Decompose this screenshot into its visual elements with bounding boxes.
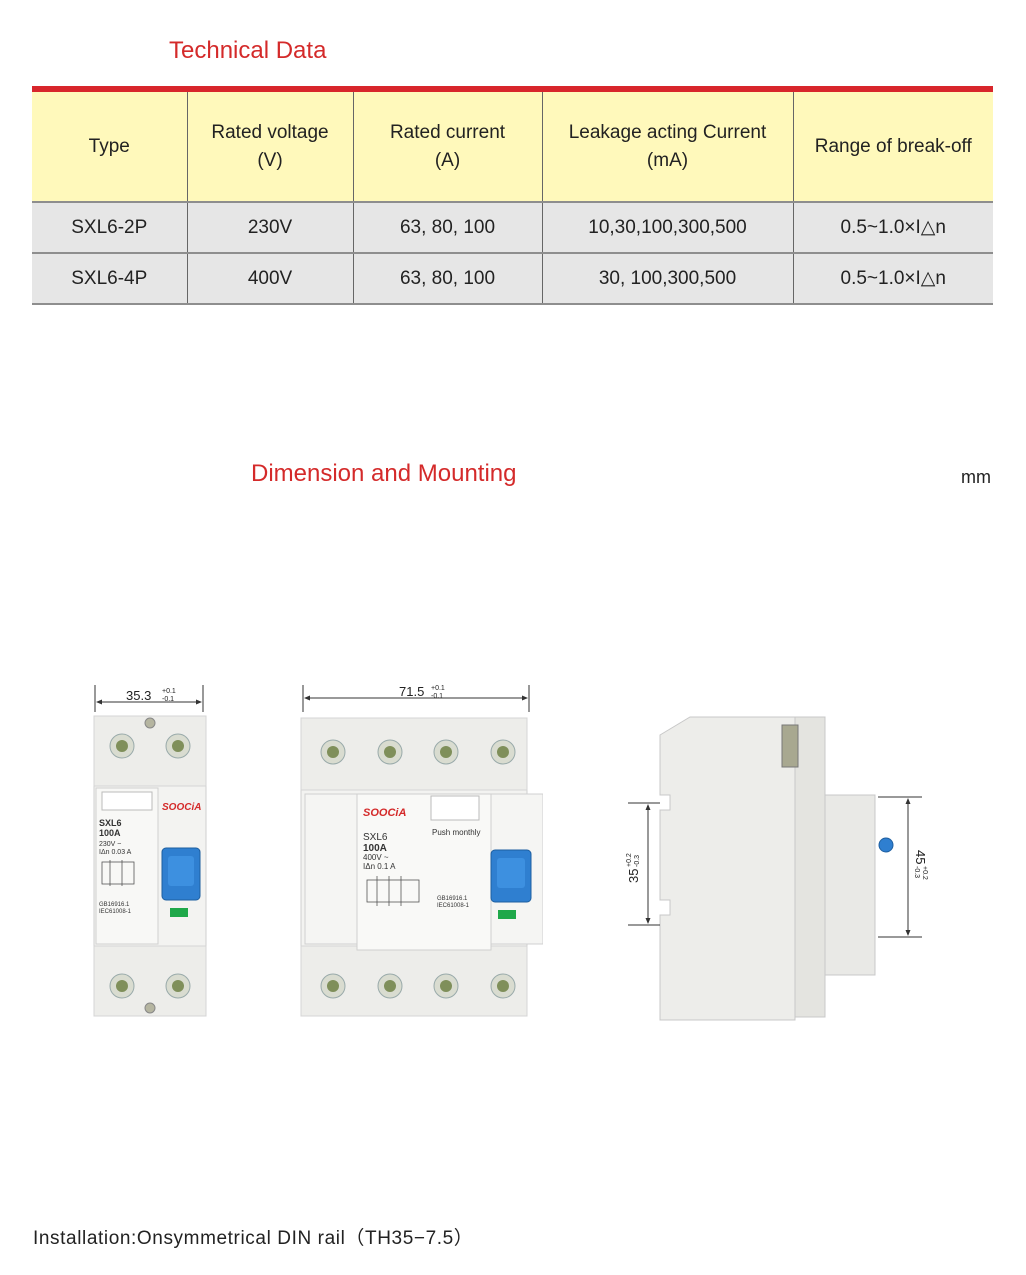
standard-2-2p: IEC61008-1: [99, 909, 132, 915]
title-red-rule: [32, 86, 993, 92]
cell-break-off-range: 0.5~1.0×I△n: [792, 201, 993, 253]
device-4p-front-drawing: 71.5 +0.1 -0.1 SOOCiA Push monthly SXL6 …: [300, 684, 543, 1017]
test-toggle-side: [878, 837, 894, 853]
cell-rated-current: 63, 80, 100: [352, 252, 542, 305]
height-value-35: 35: [626, 869, 641, 883]
current-4p: 100A: [363, 843, 387, 854]
header-rated-voltage: Rated voltage(V): [186, 92, 353, 202]
table-row: SXL6-2P 230V 63, 80, 100 10,30,100,300,5…: [32, 201, 993, 253]
model-4p: SXL6: [363, 832, 388, 843]
standard-1-4p: GB16916.1: [437, 896, 468, 902]
header-break-off-range: Range of break-off: [792, 92, 993, 202]
status-indicator-2p: [170, 908, 188, 917]
circuit-diagram-icon: [101, 860, 135, 886]
device-side-view-drawing: 35 +0.2 -0.3 45 +0.2 -0.3: [626, 716, 928, 1021]
width-tol-minus-2p: -0.1: [162, 696, 174, 703]
standard-2-4p: IEC61008-1: [437, 903, 470, 909]
height-tol-plus-45: +0.2: [921, 866, 928, 880]
technical-data-title: Technical Data: [169, 37, 327, 64]
voltage-2p: 230V ~: [99, 841, 121, 848]
width-tol-minus-4p: -0.1: [431, 693, 443, 700]
header-leakage-current: Leakage acting Current(mA): [541, 92, 793, 202]
width-tol-plus-4p: +0.1: [431, 685, 445, 692]
installation-note: Installation:Onsymmetrical DIN rail（TH35…: [33, 1228, 474, 1249]
model-2p: SXL6: [99, 818, 122, 828]
leakage-4p: IΔn 0.1 A: [363, 862, 396, 871]
terminal-screw-icon: [109, 717, 191, 1014]
header-rated-current: Rated current(A): [352, 92, 542, 202]
brand-logo-4p: SOOCiA: [363, 807, 406, 819]
width-tol-plus-2p: +0.1: [162, 688, 176, 695]
circuit-diagram-icon: [366, 876, 420, 906]
cell-break-off-range: 0.5~1.0×I△n: [792, 252, 993, 305]
cell-type: SXL6-4P: [32, 252, 187, 305]
height-tol-plus-35: +0.2: [626, 853, 633, 867]
technical-data-table: Type Rated voltage(V) Rated current(A) L…: [32, 92, 993, 305]
leakage-2p: IΔn 0.03 A: [99, 849, 132, 856]
dimension-mounting-title: Dimension and Mounting: [251, 460, 517, 487]
width-dimension-4p: 71.5 +0.1 -0.1: [302, 684, 530, 712]
table-header-row: Type Rated voltage(V) Rated current(A) L…: [32, 92, 993, 202]
push-monthly-label: Push monthly: [432, 828, 480, 837]
cell-type: SXL6-2P: [32, 201, 187, 253]
unit-label: mm: [961, 467, 991, 487]
height-dimension-35: 35 +0.2 -0.3: [626, 802, 660, 926]
height-tol-minus-35: -0.3: [634, 855, 641, 867]
standard-1-2p: GB16916.1: [99, 902, 130, 908]
width-dimension-2p: 35.3 +0.1 -0.1: [94, 685, 204, 712]
height-dimension-45: 45 +0.2 -0.3: [878, 796, 928, 938]
height-value-45: 45: [913, 850, 928, 864]
status-indicator-4p: [498, 910, 516, 919]
device-2p-front-drawing: 35.3 +0.1 -0.1 SOOCiA SXL6 100A 230V ~ I…: [93, 685, 207, 1017]
cell-rated-current: 63, 80, 100: [352, 201, 542, 253]
brand-logo-2p: SOOCiA: [162, 802, 201, 813]
cell-leakage-current: 30, 100,300,500: [541, 252, 793, 305]
table-row: SXL6-4P 400V 63, 80, 100 30, 100,300,500…: [32, 252, 993, 305]
header-type: Type: [32, 92, 187, 202]
voltage-4p: 400V ~: [363, 853, 389, 862]
width-value-2p: 35.3: [126, 688, 151, 703]
terminal-screw-icon: [320, 739, 516, 999]
current-2p: 100A: [99, 828, 121, 838]
cell-leakage-current: 10,30,100,300,500: [541, 201, 793, 253]
width-value-4p: 71.5: [399, 684, 424, 699]
height-tol-minus-45: -0.3: [913, 866, 920, 878]
cell-rated-voltage: 400V: [186, 252, 353, 305]
cell-rated-voltage: 230V: [186, 201, 353, 253]
